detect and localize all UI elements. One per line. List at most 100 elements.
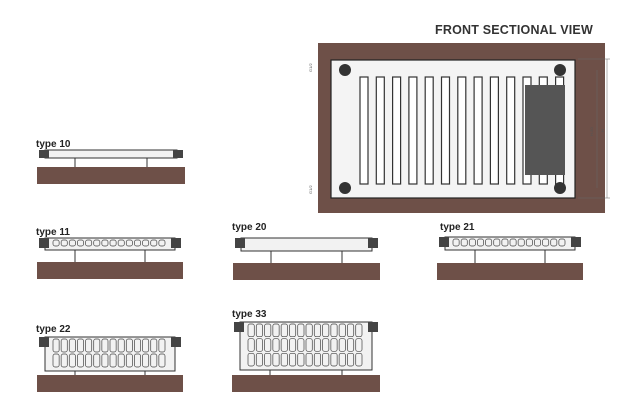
- type-11-label: type 11: [36, 227, 70, 238]
- convector-fin: [134, 338, 141, 353]
- convector-fin: [355, 338, 363, 352]
- convector-fin: [542, 238, 550, 247]
- convector-fin: [85, 239, 93, 247]
- radiator-body: [44, 149, 178, 159]
- convector-fin: [255, 323, 263, 338]
- radiator-fin: [392, 76, 402, 185]
- dim-label: G1/2: [308, 63, 313, 72]
- connector: [173, 150, 183, 158]
- convector-fin: [558, 238, 566, 247]
- connector: [234, 322, 244, 332]
- convector-fin: [264, 338, 272, 352]
- radiator-side-view: [37, 336, 183, 392]
- convector-fin: [305, 338, 313, 352]
- convector-fin: [247, 352, 255, 367]
- convector-fin: [280, 352, 288, 367]
- convector-fin: [517, 238, 525, 247]
- convector-fin: [534, 238, 541, 247]
- convector-fin: [347, 352, 355, 367]
- dim-label: H: [600, 129, 605, 132]
- convector-fin: [322, 352, 330, 367]
- wall: [37, 262, 183, 279]
- connector: [171, 238, 181, 248]
- front-sectional-view-title: FRONT SECTIONAL VIEW: [435, 23, 593, 37]
- convector-fin: [255, 352, 263, 367]
- convector-fin: [313, 352, 321, 367]
- convector-fin: [297, 338, 305, 352]
- convector-fin: [347, 323, 355, 338]
- radiator-fin: [440, 76, 451, 185]
- convector-fin: [272, 352, 280, 367]
- convector-fin: [338, 323, 346, 338]
- convector-fin: [142, 239, 150, 247]
- convector-fin: [68, 338, 76, 353]
- convector-fin: [93, 239, 101, 247]
- convector-fin: [101, 353, 109, 368]
- convector-fin: [101, 239, 109, 247]
- front-sectional-view: G1/2 G1/2 H-50 H: [308, 43, 610, 213]
- convector-fin: [289, 338, 297, 352]
- convector-fin: [134, 239, 141, 247]
- wall: [437, 263, 583, 280]
- wall: [37, 375, 183, 392]
- convector-fin: [330, 352, 338, 367]
- radiator-side-view: [37, 149, 185, 184]
- connector: [368, 238, 378, 248]
- radiator-fin: [375, 76, 385, 185]
- convector-fin: [93, 353, 101, 368]
- connector: [571, 237, 581, 247]
- wall: [232, 375, 380, 392]
- radiator-fin: [457, 76, 467, 185]
- convector-fin: [150, 338, 158, 353]
- convector-fin: [125, 239, 133, 247]
- convector-fin: [125, 353, 133, 368]
- convector-fin: [289, 323, 297, 338]
- convector-fin: [77, 239, 84, 247]
- valve-icon: [554, 64, 566, 76]
- convector-fin: [355, 323, 363, 338]
- convector-fin: [52, 239, 60, 247]
- convector-fin: [338, 352, 346, 367]
- convector-fin: [330, 323, 338, 338]
- connector: [39, 238, 49, 248]
- radiator-body: [240, 237, 373, 252]
- convector-fin: [322, 338, 330, 352]
- radiator-side-view: [232, 321, 380, 392]
- convector-fin: [52, 353, 60, 368]
- convector-fin: [77, 353, 84, 368]
- convector-fin: [142, 353, 150, 368]
- convector-fin: [297, 323, 305, 338]
- dim-label: G1/2: [308, 185, 313, 194]
- radiator-side-view: [37, 237, 183, 279]
- radiator-fin: [506, 76, 516, 185]
- connector: [39, 337, 49, 347]
- convector-fin: [60, 353, 68, 368]
- wall: [233, 263, 380, 280]
- convector-fin: [485, 238, 493, 247]
- convector-fin: [77, 338, 84, 353]
- convector-fin: [109, 239, 117, 247]
- type-21-label: type 21: [440, 222, 475, 233]
- radiator-fin: [473, 76, 483, 185]
- connector: [39, 150, 49, 158]
- convector-fin: [125, 338, 133, 353]
- cutaway-section: [525, 85, 565, 175]
- convector-fin: [68, 239, 76, 247]
- convector-fin: [493, 238, 501, 247]
- convector-fin: [280, 323, 288, 338]
- convector-fin: [264, 352, 272, 367]
- convector-fin: [280, 338, 288, 352]
- convector-fin: [150, 239, 158, 247]
- convector-fin: [85, 353, 93, 368]
- convector-fin: [134, 353, 141, 368]
- valve-icon: [554, 182, 566, 194]
- connector: [368, 322, 378, 332]
- convector-fin: [322, 323, 330, 338]
- convector-fin: [255, 338, 263, 352]
- convector-fin: [550, 238, 558, 247]
- convector-fin: [305, 352, 313, 367]
- type-22-label: type 22: [36, 324, 71, 335]
- convector-fin: [109, 338, 117, 353]
- type-10-label: type 10: [36, 139, 71, 150]
